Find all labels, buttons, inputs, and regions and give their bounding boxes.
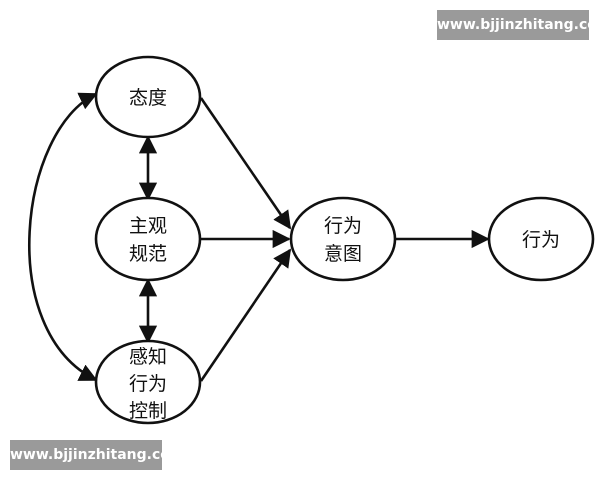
node-intention-label-line2: 意图 (324, 243, 362, 265)
arrow-attitude-control-curved (28, 92, 98, 382)
node-perceived-control-label-line1: 感知 (129, 346, 167, 368)
arrow-control-to-intention (199, 248, 292, 382)
arrow-attitude-to-intention (199, 97, 292, 230)
watermark-top: www.bjjinzhitang.com (437, 10, 600, 40)
watermark-bottom: www.bjjinzhitang.com (10, 440, 184, 470)
node-perceived-control-label-line2: 行为 (129, 373, 167, 395)
node-perceived-control-label-line3: 控制 (129, 400, 167, 422)
node-subjective-norm: 主观 规范 (94, 196, 202, 282)
node-attitude-label: 态度 (129, 87, 167, 109)
node-subjective-norm-label-line2: 规范 (129, 243, 167, 265)
node-perceived-control: 感知 行为 控制 (94, 339, 202, 425)
node-intention: 行为 意图 (289, 196, 397, 282)
node-subjective-norm-label-line1: 主观 (129, 215, 167, 237)
node-behavior: 行为 (487, 196, 595, 282)
node-attitude: 态度 (94, 55, 202, 139)
node-behavior-label: 行为 (522, 229, 560, 251)
node-intention-label-line1: 行为 (324, 215, 362, 237)
